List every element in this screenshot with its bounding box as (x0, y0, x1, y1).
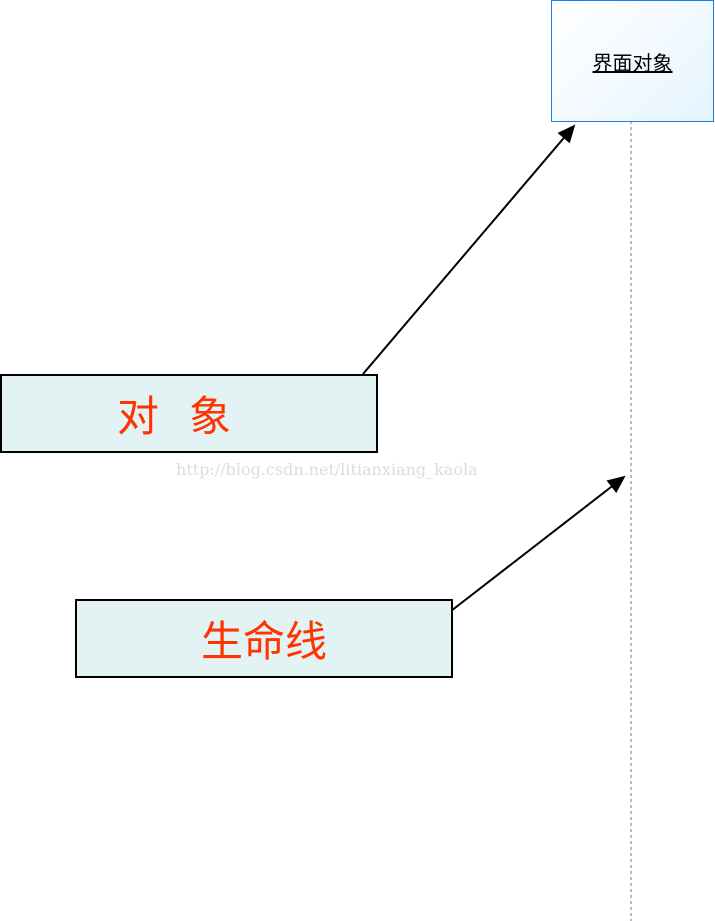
watermark: http://blog.csdn.net/litianxiang_kaola (176, 460, 478, 479)
arrow-to-lifeline (450, 475, 626, 612)
callout-object: 对象 (0, 374, 378, 453)
object-label: 界面对象 (592, 50, 673, 75)
callout-lifeline: 生命线 (75, 599, 453, 678)
object-box: 界面对象 (551, 0, 714, 122)
arrow-to-object (362, 124, 576, 375)
